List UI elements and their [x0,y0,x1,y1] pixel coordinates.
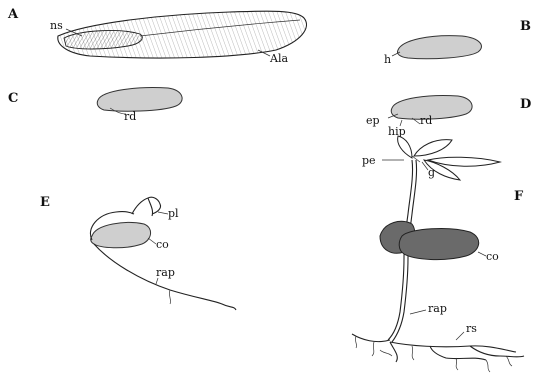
label-pl: pl [168,207,179,220]
pl-pointer [158,212,168,214]
seed-c [97,88,182,112]
panel-c-seed: C rd [8,88,182,124]
label-hip: hip [388,125,406,138]
co-pointer-f [478,252,486,256]
lateral-root-e [169,290,170,304]
rap-pointer-f [410,310,426,314]
label-pe: pe [362,154,376,167]
label-rs: rs [466,322,477,335]
label-co-f: co [486,250,499,263]
panel-b-letter: B [520,19,531,34]
rootlet-5 [486,360,490,372]
rootlet-1 [372,342,374,356]
panel-f-seedling: F pe g co rap r [352,136,524,372]
seed-b [397,36,481,59]
panel-e-letter: E [40,195,50,210]
panel-b-seed: B h [384,19,531,66]
panel-d-letter: D [520,97,531,112]
label-rd-c: rd [124,110,136,123]
panel-d-seed: D ep rd hip [366,96,531,139]
leaf-left [398,136,412,158]
rootlet-4 [456,358,458,370]
rs-pointer [456,332,464,340]
rootlet-7 [355,336,356,348]
secondary-root-2 [390,342,516,352]
plumule-leaf [148,198,153,216]
label-h: h [384,53,391,66]
label-co-e: co [156,238,169,251]
label-rap-f: rap [428,302,447,315]
plumule [132,197,161,214]
label-g: g [428,166,435,179]
panel-a-winged-seed: A ns Ala [7,7,306,65]
rootlet-3 [412,346,414,360]
rootlet-6 [506,356,512,366]
secondary-root-1 [352,334,390,342]
label-rap-e: rap [156,266,175,279]
secondary-root-3 [390,342,397,362]
rootlet-2 [380,350,392,356]
panel-a-letter: A [7,7,19,22]
co-pointer-e [148,238,156,244]
primary-root-f [388,258,404,340]
panel-f-letter: F [514,189,524,204]
label-rd-d: rd [420,114,432,127]
panel-e-seedling: E pl co rap [40,195,236,310]
cotyledon-e [91,223,151,248]
secondary-root-4 [430,346,486,360]
label-ala: Ala [269,52,288,65]
cotyledon-f [399,229,478,260]
primary-root-f-edge [392,258,408,342]
label-ns: ns [50,19,63,32]
label-ep: ep [366,114,380,127]
leaf-top [414,140,452,156]
panel-c-letter: C [8,91,18,106]
